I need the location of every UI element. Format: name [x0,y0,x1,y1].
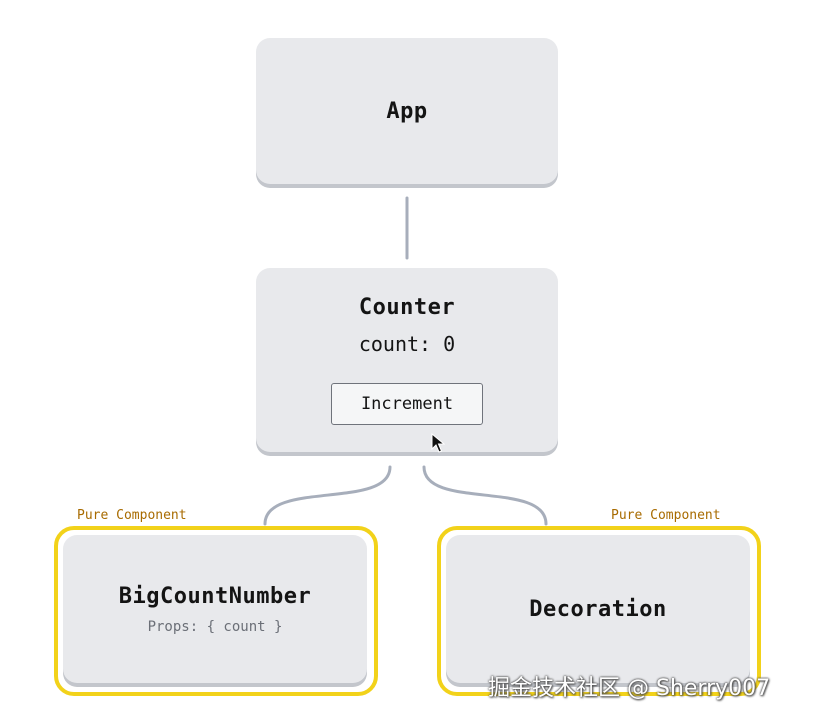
connector-counter-bigcountnumber [263,465,392,526]
decoration-node: Decoration [446,535,750,683]
app-node: App [256,38,558,184]
bigcountnumber-node: BigCountNumber Props: { count } [63,535,367,683]
connector-counter-decoration [422,465,548,526]
pure-component-label-right: Pure Component [611,508,721,523]
watermark-text: 掘金技术社区 @ Sherry007 [488,676,771,701]
bigcountnumber-node-title: BigCountNumber [118,583,312,609]
mouse-pointer-icon [431,433,445,453]
bigcountnumber-props-text: Props: { count } [147,618,283,635]
pure-component-label-left: Pure Component [77,508,187,523]
pure-component-highlight-left [54,526,378,696]
decoration-node-title: Decoration [529,596,667,622]
increment-button[interactable]: Increment [331,383,483,425]
counter-node: Counter count: 0 Increment [256,268,558,452]
pure-component-highlight-right [437,526,761,696]
counter-node-title: Counter [358,295,456,320]
counter-state-text: count: 0 [358,332,456,356]
app-node-title: App [386,98,428,124]
